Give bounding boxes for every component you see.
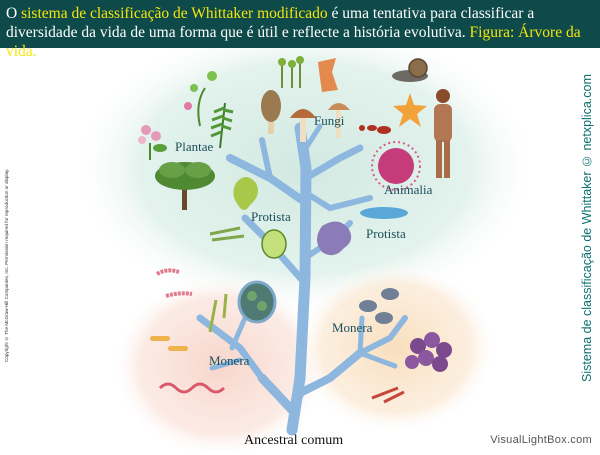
label-fungi: Fungi	[314, 113, 345, 128]
monera-right-zone	[296, 262, 496, 434]
watermark: VisualLightBox.com	[490, 434, 592, 446]
label-monera-right: Monera	[332, 320, 373, 335]
green-cell-icon	[262, 230, 286, 258]
slime-mold-icon	[278, 56, 304, 88]
cyanobacteria-colony-icon	[239, 282, 275, 322]
figure-caption: O sistema de classificação de Whittaker …	[0, 0, 600, 48]
label-common-ancestor: Ancestral comum	[244, 433, 343, 448]
label-plantae: Plantae	[175, 139, 213, 154]
paramecium-icon	[360, 207, 408, 219]
caption-text-1: O	[6, 5, 21, 22]
label-protista-left: Protista	[251, 209, 291, 224]
label-monera-left: Monera	[209, 353, 250, 368]
label-protista-right: Protista	[366, 226, 406, 241]
side-credit: Sistema de classificação de Whittaker © …	[580, 112, 596, 382]
copyright-notice: Copyright © The McGraw-Hill Companies, I…	[4, 92, 14, 362]
tree-of-life-diagram: Plantae Fungi Animalia Protista Protista…	[0, 48, 600, 450]
label-animalia: Animalia	[384, 182, 433, 197]
caption-highlight-system: sistema de classificação de Whittaker mo…	[21, 5, 328, 22]
tree-of-life-figure: Plantae Fungi Animalia Protista Protista…	[0, 48, 600, 450]
